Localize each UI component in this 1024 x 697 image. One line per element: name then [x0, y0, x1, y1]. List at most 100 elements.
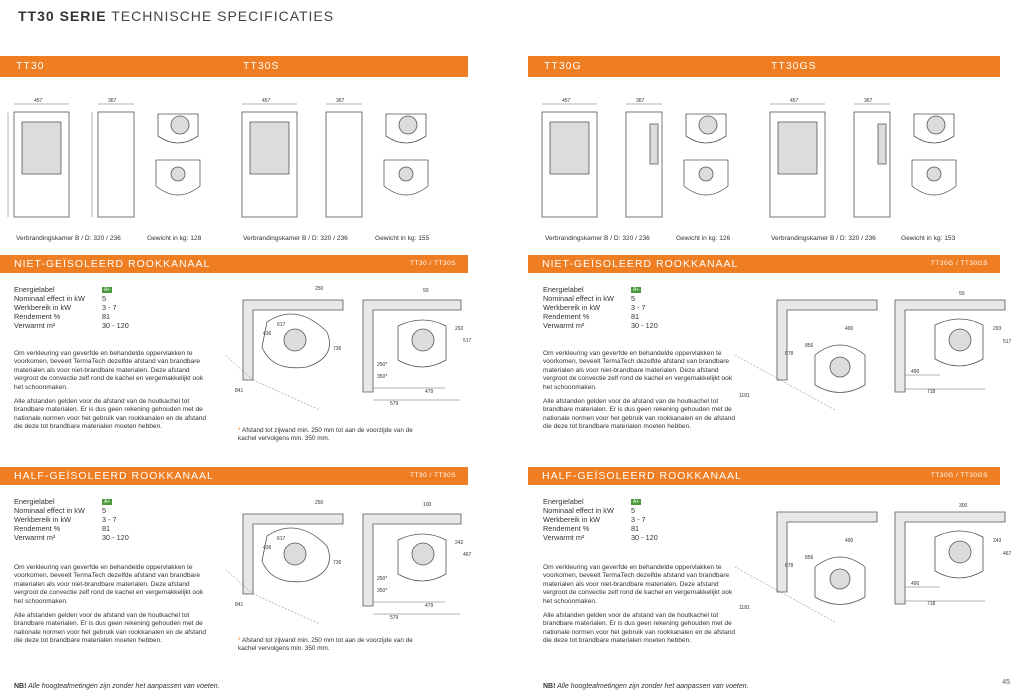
caption-chamber-tt30g: Verbrandingskamer B / D: 320 / 236 — [545, 235, 650, 242]
svg-text:841: 841 — [235, 602, 244, 608]
svg-text:617: 617 — [277, 536, 286, 542]
svg-text:490: 490 — [845, 538, 854, 544]
section-title: HALF-GEÏSOLEERD ROOKKANAAL — [14, 470, 214, 482]
svg-text:856: 856 — [805, 343, 814, 349]
energy-label-badge: A+ — [102, 287, 113, 294]
caption-chamber-tt30s: Verbrandingskamer B / D: 320 / 236 — [243, 235, 348, 242]
placement-diagram-niet-tt30: 250 617 436 736 841 50 292 517 250* 350*… — [224, 286, 472, 411]
drawing-tt30s: 457 367 — [241, 98, 429, 218]
top-view — [155, 113, 201, 196]
info-text-half-right: Om verkleuring van geverfde en behandeld… — [543, 564, 736, 645]
svg-text:436: 436 — [263, 545, 272, 551]
placement-diagram-half-tt30: 250 617 436 736 841 100 242 467 250* 350… — [224, 500, 472, 625]
svg-text:250: 250 — [315, 286, 324, 292]
placement-diagram-niet-tt30g: 490 678 856 1181 50 293 517 490 718 — [734, 291, 1012, 411]
page-title: TT30 SERIE TECHNISCHE SPECIFICATIES — [18, 8, 335, 24]
section-title: NIET-GEÏSOLEERD ROOKKANAAL — [14, 258, 211, 270]
distance-note-niet: * Afstand tot zijwand min. 250 mm tot aa… — [238, 427, 413, 442]
svg-text:367: 367 — [336, 98, 345, 104]
footer-note-right: NB! Alle hoogteafmetingen zijn zonder he… — [543, 683, 749, 690]
caption-chamber-tt30gs: Verbrandingskamer B / D: 320 / 236 — [771, 235, 876, 242]
svg-text:479: 479 — [425, 603, 434, 609]
svg-text:350*: 350* — [377, 588, 387, 594]
svg-text:467: 467 — [463, 552, 472, 558]
model-bar-right: TT30G TT30GS — [528, 56, 1000, 77]
section-title: NIET-GEÏSOLEERD ROOKKANAAL — [542, 258, 739, 270]
model-bar-left: TT30 TT30S — [0, 56, 468, 77]
footer-note-left: NB! Alle hoogteafmetingen zijn zonder he… — [14, 683, 220, 690]
front-view: 457 — [7, 98, 70, 218]
section-models: TT30G / TT30GS — [930, 472, 988, 479]
section-models: TT30 / TT30S — [410, 260, 456, 267]
svg-text:736: 736 — [333, 346, 342, 352]
drawing-tt30: 457 367 — [7, 98, 201, 218]
placement-diagram-half-tt30g: 490 678 856 1181 300 243 467 490 718 — [734, 503, 1012, 623]
svg-text:490: 490 — [845, 326, 854, 332]
svg-text:490: 490 — [911, 581, 920, 587]
section-bar-niet-right: NIET-GEÏSOLEERD ROOKKANAAL TT30G / TT30G… — [528, 255, 1000, 273]
svg-text:718: 718 — [927, 601, 936, 607]
caption-chamber-tt30: Verbrandingskamer B / D: 320 / 236 — [16, 235, 121, 242]
svg-text:490: 490 — [911, 369, 920, 375]
svg-text:579: 579 — [390, 615, 399, 621]
svg-text:367: 367 — [864, 98, 873, 104]
section-bar-half-right: HALF-GEÏSOLEERD ROOKKANAAL TT30G / TT30G… — [528, 467, 1000, 485]
energy-label-badge: A+ — [102, 499, 113, 506]
section-title: HALF-GEÏSOLEERD ROOKKANAAL — [542, 470, 742, 482]
svg-text:293: 293 — [993, 326, 1002, 332]
svg-text:250*: 250* — [377, 576, 387, 582]
svg-text:678: 678 — [785, 351, 794, 357]
svg-text:467: 467 — [1003, 551, 1012, 557]
svg-text:436: 436 — [263, 331, 272, 337]
svg-text:517: 517 — [1003, 339, 1012, 345]
drawing-tt30gs: 457 367 — [769, 98, 957, 218]
info-text-niet-right: Om verkleuring van geverfde en behandeld… — [543, 350, 736, 431]
svg-text:50: 50 — [423, 288, 429, 294]
svg-text:100: 100 — [423, 502, 432, 508]
svg-text:457: 457 — [562, 98, 571, 104]
svg-text:718: 718 — [927, 389, 936, 395]
svg-text:579: 579 — [390, 401, 399, 407]
svg-text:250: 250 — [315, 500, 324, 506]
svg-text:367: 367 — [108, 98, 117, 104]
svg-text:300: 300 — [959, 503, 968, 509]
info-text-niet-left: Om verkleuring van geverfde en behandeld… — [14, 350, 207, 431]
distance-note-half: * Afstand tot zijwand min. 250 mm tot aa… — [238, 637, 413, 652]
page-number: 45 — [1002, 679, 1010, 686]
svg-text:457: 457 — [790, 98, 799, 104]
svg-text:1181: 1181 — [739, 393, 750, 399]
caption-weight-tt30: Gewicht in kg: 128 — [147, 235, 202, 242]
energy-label-badge: A+ — [631, 499, 642, 506]
svg-text:856: 856 — [805, 555, 814, 561]
svg-text:479: 479 — [425, 389, 434, 395]
model-label-tt30gs: TT30GS — [771, 60, 817, 72]
svg-text:841: 841 — [235, 388, 244, 394]
svg-text:250*: 250* — [377, 362, 387, 368]
energy-label-badge: A+ — [631, 287, 642, 294]
svg-text:457: 457 — [34, 98, 43, 104]
side-view: 367 — [91, 98, 135, 218]
svg-text:1181: 1181 — [739, 605, 750, 611]
svg-text:457: 457 — [262, 98, 271, 104]
svg-text:242: 242 — [455, 540, 464, 546]
svg-text:517: 517 — [463, 338, 472, 344]
section-bar-niet-left: NIET-GEÏSOLEERD ROOKKANAAL TT30 / TT30S — [0, 255, 468, 273]
svg-text:243: 243 — [993, 538, 1002, 544]
section-models: TT30G / TT30GS — [930, 260, 988, 267]
model-label-tt30: TT30 — [16, 60, 45, 72]
section-models: TT30 / TT30S — [410, 472, 456, 479]
svg-text:292: 292 — [455, 326, 464, 332]
caption-weight-tt30s: Gewicht in kg: 155 — [375, 235, 430, 242]
model-label-tt30s: TT30S — [243, 60, 280, 72]
drawing-tt30g: 457 367 — [541, 98, 729, 218]
caption-weight-tt30g: Gewicht in kg: 126 — [676, 235, 731, 242]
svg-text:50: 50 — [959, 291, 965, 297]
caption-weight-tt30gs: Gewicht in kg: 153 — [901, 235, 956, 242]
info-text-half-left: Om verkleuring van geverfde en behandeld… — [14, 564, 207, 645]
svg-text:350*: 350* — [377, 374, 387, 380]
section-bar-half-left: HALF-GEÏSOLEERD ROOKKANAAL TT30 / TT30S — [0, 467, 468, 485]
